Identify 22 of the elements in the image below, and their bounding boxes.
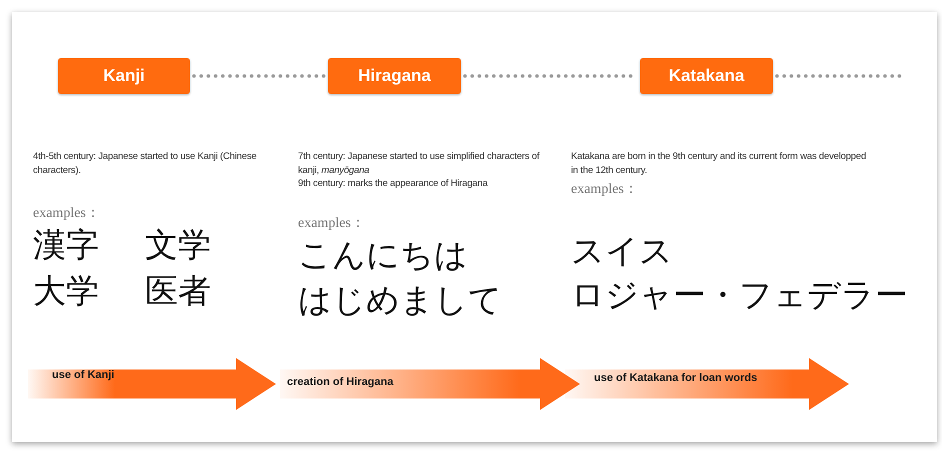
description-text: Katakana are born in the 9th century and its current form was developped in the 12th century. — [571, 150, 868, 178]
example-word: 漢字 — [33, 227, 99, 266]
examples-label: examples： — [571, 181, 639, 199]
examples-label: examples： — [33, 205, 101, 223]
example-word: 文学 — [145, 227, 211, 266]
example-word: 医者 — [145, 273, 211, 312]
example-word: 大学 — [33, 273, 99, 312]
dotted-connector — [192, 74, 326, 78]
arrow-label: creation of Hiragana — [287, 376, 394, 389]
script-label-box: Katakana — [640, 58, 773, 94]
example-word: こんにちは — [298, 237, 468, 276]
examples-label: examples： — [298, 215, 366, 233]
arrow-label: use of Katakana for loan words — [594, 372, 758, 385]
description-text: 9th century: marks the appearance of Hiragana — [298, 177, 489, 191]
arrow-label: use of Kanji — [52, 369, 116, 382]
script-label-box: Hiragana — [328, 58, 461, 94]
description-text: 7th century: Japanese started to use simplified characters of kanji, manyōgana — [298, 150, 540, 178]
example-word: はじめまして — [298, 282, 502, 321]
example-word: スイス — [571, 233, 673, 272]
script-label-box: Kanji — [58, 58, 190, 94]
description-text: 4th-5th century: Japanese started to use Kanji (Chinese characters). — [33, 150, 258, 178]
example-word: ロジャー・フェデラー — [571, 277, 908, 316]
